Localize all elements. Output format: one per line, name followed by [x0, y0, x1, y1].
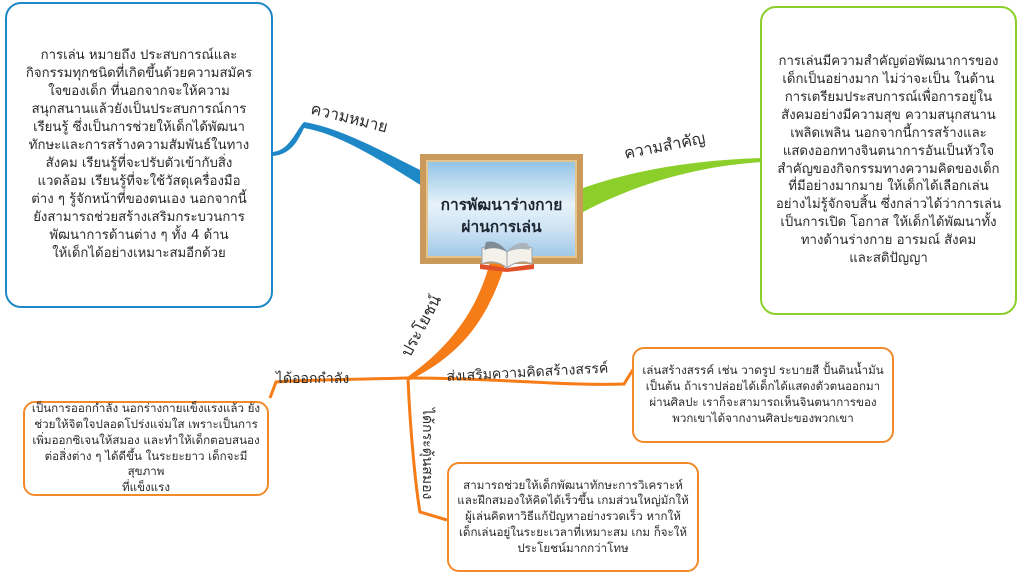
central-topic: การพัฒนาร่างกาย ผ่านการเล่น [420, 154, 583, 264]
branch-benefit [406, 262, 506, 380]
meaning-note: การเล่น หมายถึง ประสบการณ์และ กิจกรรมทุก… [5, 2, 273, 308]
label-exercise: ได้ออกกำลัง [276, 371, 350, 387]
brain-note: สามารถช่วยให้เด็กพัฒนาทักษะการวิเคราะห์ … [447, 462, 699, 572]
exercise-text: เป็นการออกกำลัง นอกร่างกายแข็งแรงแล้ว ยั… [31, 401, 261, 495]
brain-text: สามารถช่วยให้เด็กพัฒนาทักษะการวิเคราะห์ … [457, 477, 689, 555]
creative-text: เล่นสร้างสรรค์ เช่น วาดรูป ระบายสี ปั้นด… [642, 363, 884, 425]
open-book-icon [480, 241, 534, 272]
branch-meaning [273, 122, 422, 186]
importance-text: การเล่นมีความสำคัญต่อพัฒนาการของ เด็กเป็… [775, 53, 1002, 267]
branch-brain [406, 377, 448, 522]
branch-exercise [268, 376, 409, 399]
importance-note: การเล่นมีความสำคัญต่อพัฒนาการของ เด็กเป็… [760, 6, 1017, 315]
branch-creative [407, 367, 636, 386]
branch-importance [583, 158, 762, 212]
label-brain: ได้กระตุ้นสมอง [419, 408, 435, 500]
exercise-note: เป็นการออกกำลัง นอกร่างกายแข็งแรงแล้ว ยั… [23, 401, 269, 496]
creative-note: เล่นสร้างสรรค์ เช่น วาดรูป ระบายสี ปั้นด… [632, 347, 894, 443]
central-topic-title: การพัฒนาร่างกาย ผ่านการเล่น [440, 196, 563, 237]
meaning-text: การเล่น หมายถึง ประสบการณ์และ กิจกรรมทุก… [25, 48, 253, 261]
